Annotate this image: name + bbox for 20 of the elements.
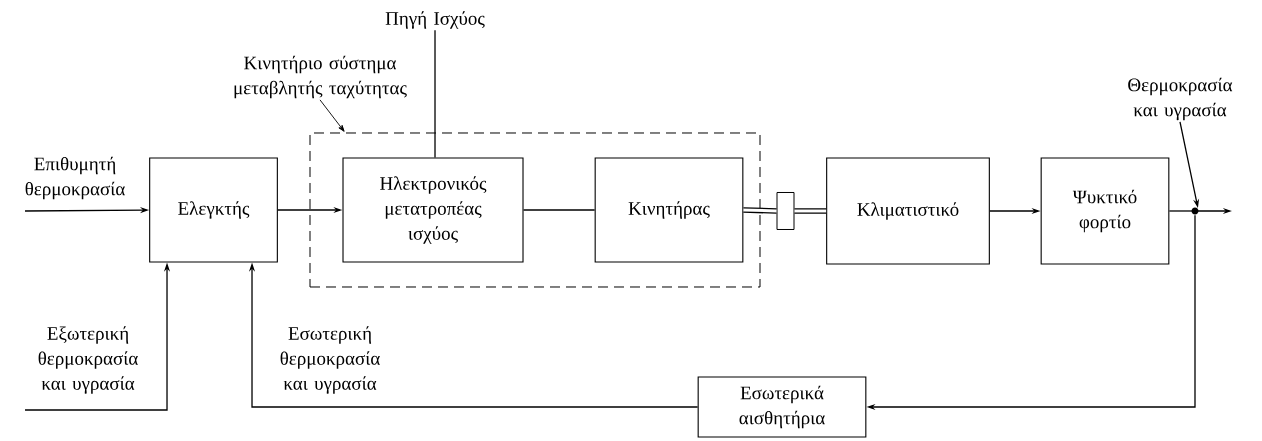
- shaft-line: [794, 208, 827, 214]
- shaft-line: [743, 207, 777, 214]
- process-box: Ψυκτικό φορτίο: [1040, 157, 1170, 265]
- text-label: Πηγή Ισχύος: [385, 11, 485, 29]
- process-box: Κινητήρας: [594, 157, 744, 263]
- line: [522, 209, 596, 211]
- dashed-boundary: [309, 132, 761, 288]
- edge-label: Εσωτερική θερμοκρασία και υγρασία: [280, 326, 380, 394]
- edge-label: Επιθυμητή θερμοκρασία: [25, 156, 125, 200]
- process-box: Ηλεκτρονικός μετατροπέας ισχύος: [342, 157, 524, 263]
- leader-line: [319, 99, 345, 132]
- process-box: Ελεγκτής: [149, 157, 278, 263]
- text-label: Θερμοκρασία και υγρασία: [1128, 77, 1233, 121]
- text-label: Κινητήριο σύστημα μεταβλητής ταχύτητας: [234, 55, 407, 99]
- line: [1168, 210, 1196, 212]
- process-box: Εσωτερικά αισθητήρια: [697, 376, 867, 438]
- edge-label: Εξωτερική θερμοκρασία και υγρασία: [38, 326, 138, 394]
- coupling-symbol: [776, 192, 795, 230]
- line: [434, 29, 436, 159]
- process-box: Κλιματιστικό: [826, 157, 990, 265]
